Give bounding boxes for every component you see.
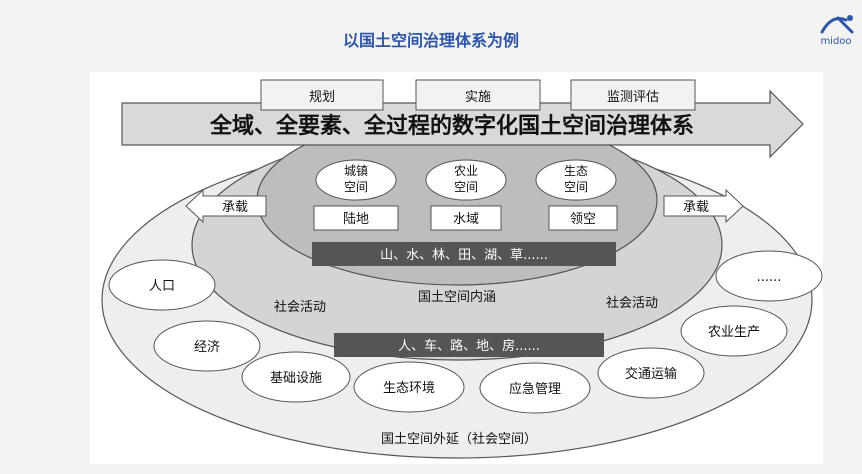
natural-elements-text: 山、水、林、田、湖、草......	[380, 248, 548, 263]
svg-text:农业生产: 农业生产	[708, 325, 760, 340]
svg-text:空间: 空间	[454, 180, 478, 194]
svg-text:承载: 承载	[683, 200, 709, 215]
svg-text:领空: 领空	[570, 212, 596, 227]
svg-text:经济: 经济	[194, 340, 220, 355]
domain-land: 陆地	[313, 205, 399, 231]
svg-text:生态: 生态	[564, 164, 588, 178]
svg-text:承载: 承载	[222, 200, 248, 215]
svg-text:交通运输: 交通运输	[625, 366, 677, 382]
natural-elements-bar	[312, 242, 616, 266]
svg-text:......: ......	[757, 270, 782, 285]
outer-item-agriculture: 农业生产	[680, 305, 788, 357]
outer-item-economy: 经济	[153, 320, 261, 372]
svg-text:应急管理: 应急管理	[509, 381, 561, 397]
main-arrow-text: 全域、全要素、全过程的数字化国土空间治理体系	[209, 113, 694, 139]
stage-box-plan: 规划	[260, 79, 384, 111]
svg-text:城镇: 城镇	[344, 164, 368, 178]
svg-text:生态环境: 生态环境	[383, 381, 435, 396]
human-elements-bar	[334, 333, 604, 357]
bearing-arrow-left: 承载	[185, 188, 267, 224]
outer-item-infrastructure: 基础设施	[241, 351, 351, 403]
inner-label: 国土空间内涵	[418, 289, 496, 305]
logo-text: midoo	[820, 36, 852, 47]
outer-label: 国土空间外延（社会空间）	[381, 431, 537, 447]
midoo-logo-icon	[820, 15, 854, 34]
outer-item-ecology: 生态环境	[353, 361, 465, 413]
svg-text:人口: 人口	[149, 279, 175, 294]
bearing-arrow-right: 承载	[663, 188, 744, 224]
svg-text:空间: 空间	[564, 180, 588, 194]
space-urban: 城镇 空间	[315, 159, 397, 201]
space-agri: 农业 空间	[425, 159, 507, 201]
outer-item-emergency: 应急管理	[479, 362, 591, 414]
space-eco: 生态 空间	[535, 159, 617, 201]
slide-title: 以国土空间治理体系为例	[342, 31, 519, 50]
svg-text:实施: 实施	[465, 90, 491, 105]
svg-text:规划: 规划	[309, 90, 335, 105]
outer-item-more: ......	[715, 250, 823, 302]
domain-water: 水域	[430, 205, 502, 231]
svg-text:监测评估: 监测评估	[607, 90, 659, 105]
outer-item-population: 人口	[108, 259, 216, 311]
outer-item-transport: 交通运输	[597, 347, 705, 399]
domain-airspace: 领空	[548, 205, 618, 231]
human-elements-text: 人、车、路、地、房......	[398, 338, 540, 354]
social-activity-left: 社会活动	[274, 299, 326, 315]
svg-text:空间: 空间	[344, 180, 368, 194]
stage-box-monitor: 监测评估	[570, 79, 696, 111]
stage-box-implement: 实施	[415, 79, 541, 111]
svg-text:陆地: 陆地	[343, 211, 369, 227]
social-activity-right: 社会活动	[606, 295, 658, 311]
svg-text:农业: 农业	[454, 164, 478, 178]
svg-text:基础设施: 基础设施	[270, 371, 322, 386]
svg-text:水域: 水域	[453, 212, 479, 227]
